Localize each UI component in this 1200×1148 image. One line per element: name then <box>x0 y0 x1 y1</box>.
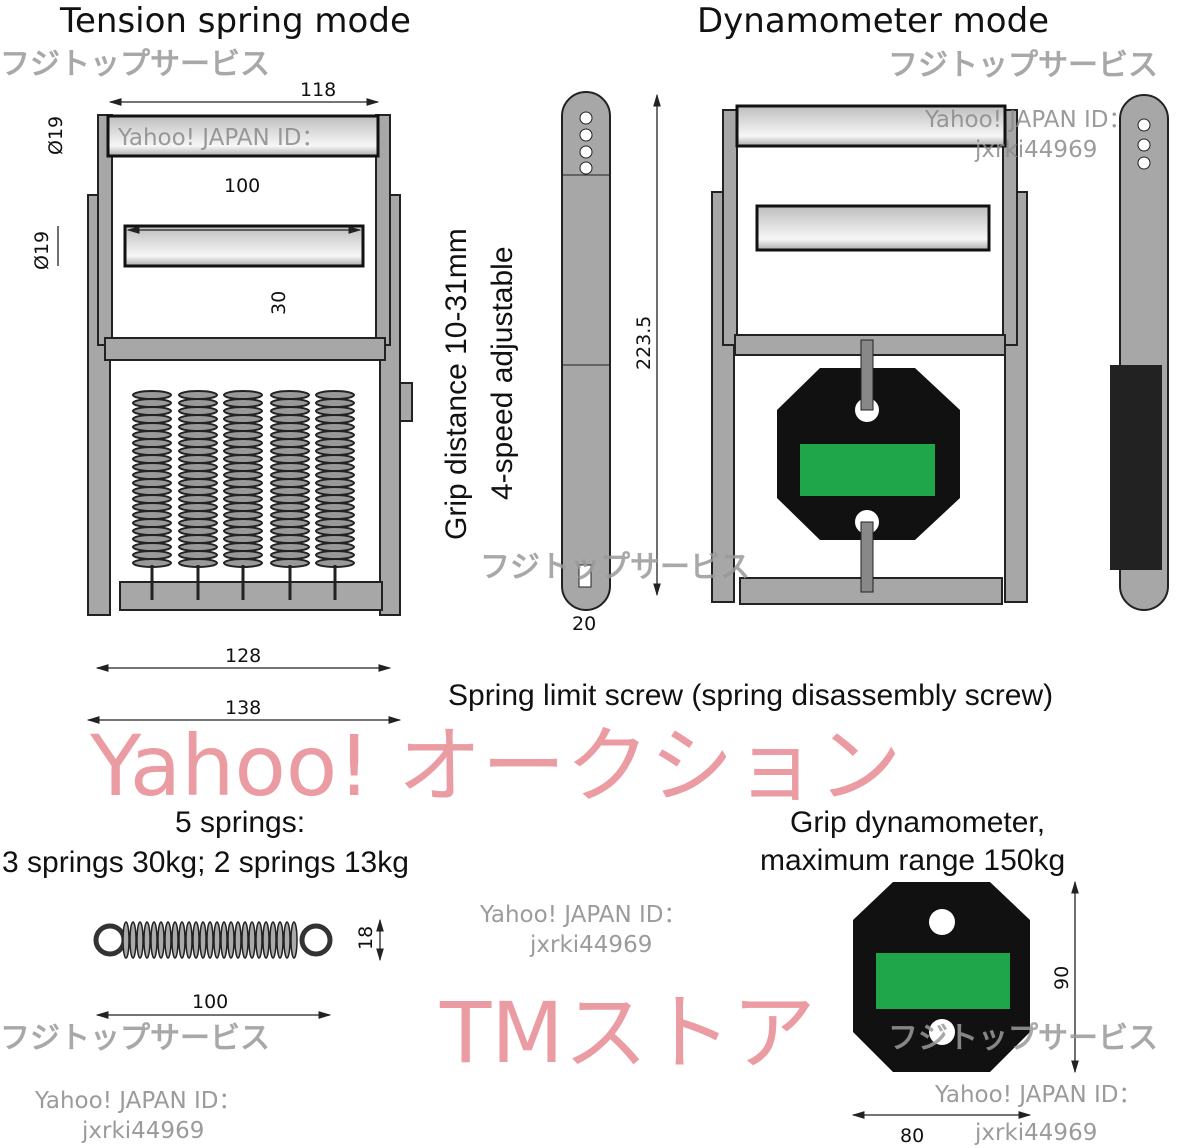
label-four-speed: 4-speed adjustable <box>486 246 519 500</box>
label-springs-count: 5 springs: <box>175 806 305 839</box>
watermark-shop: フジトップサービス <box>480 550 750 585</box>
springs-group <box>132 390 355 600</box>
watermark-id: jxrki44969 <box>974 137 1097 163</box>
second-roller <box>123 224 365 268</box>
dim-138: 138 <box>225 697 261 719</box>
label-dyno-line2: maximum range 150kg <box>760 844 1065 877</box>
label-springs-detail: 3 springs 30kg; 2 springs 13kg <box>2 846 409 879</box>
bottom-bar <box>119 581 383 611</box>
watermark-id-label: Yahoo! JAPAN ID： <box>117 125 324 151</box>
watermark-shop: フジトップサービス <box>888 48 1158 83</box>
watermarks: フジトップサービス フジトップサービス フジトップサービス フジトップサービス … <box>0 47 1158 1146</box>
watermark-id-label: Yahoo! JAPAN ID： <box>934 1082 1141 1108</box>
dim-118: 118 <box>300 79 336 101</box>
single-spring-drawing <box>93 921 333 959</box>
watermark-auction: Yahoo! オークション <box>89 717 902 815</box>
dim-spring-100: 100 <box>192 991 228 1013</box>
label-grip-distance: Grip distance 10-31mm <box>440 228 473 540</box>
dim-diameter-top: Ø19 <box>45 116 67 155</box>
dim-90: 90 <box>1051 966 1073 990</box>
dim-100: 100 <box>224 175 260 197</box>
spring <box>178 390 218 600</box>
spring <box>132 390 172 600</box>
spring-bar <box>104 337 386 361</box>
spring <box>315 390 355 600</box>
dynamometer-device <box>711 104 1028 605</box>
label-dyno-line1: Grip dynamometer, <box>790 806 1045 839</box>
watermark-id-label: Yahoo! JAPAN ID： <box>924 107 1131 133</box>
dim-128: 128 <box>225 645 261 667</box>
dim-diameter-second: Ø19 <box>31 231 53 270</box>
title-tension-mode: Tension spring mode <box>59 1 411 41</box>
dynamometer-display <box>800 444 935 496</box>
tension-spring-device <box>87 114 413 616</box>
watermark-id: jxrki44969 <box>974 1120 1097 1146</box>
watermark-shop: フジトップサービス <box>888 1021 1158 1056</box>
dim-223-5: 223.5 <box>633 316 655 370</box>
top-roller <box>106 114 380 158</box>
spring <box>270 390 310 600</box>
watermark-id: jxrki44969 <box>529 932 652 958</box>
label-spring-limit-screw: Spring limit screw (spring disassembly s… <box>448 679 1053 712</box>
dim-30: 30 <box>268 291 290 315</box>
watermark-shop: フジトップサービス <box>0 1021 270 1056</box>
watermark-id: jxrki44969 <box>81 1118 204 1144</box>
handle-with-grip <box>1110 94 1169 611</box>
dynamometer-drawing <box>853 882 1030 1072</box>
watermark-id-label: Yahoo! JAPAN ID： <box>34 1088 241 1114</box>
dim-80: 80 <box>900 1125 924 1147</box>
dim-20: 20 <box>572 613 596 635</box>
watermark-shop: フジトップサービス <box>0 47 270 82</box>
spring <box>223 390 263 600</box>
dim-18: 18 <box>355 926 377 950</box>
title-dynamometer-mode: Dynamometer mode <box>697 1 1049 41</box>
watermark-store: TMストア <box>439 984 816 1082</box>
watermark-id-label: Yahoo! JAPAN ID： <box>479 902 686 928</box>
spring-limit-screw <box>399 382 413 422</box>
handle-side-view <box>561 91 611 611</box>
